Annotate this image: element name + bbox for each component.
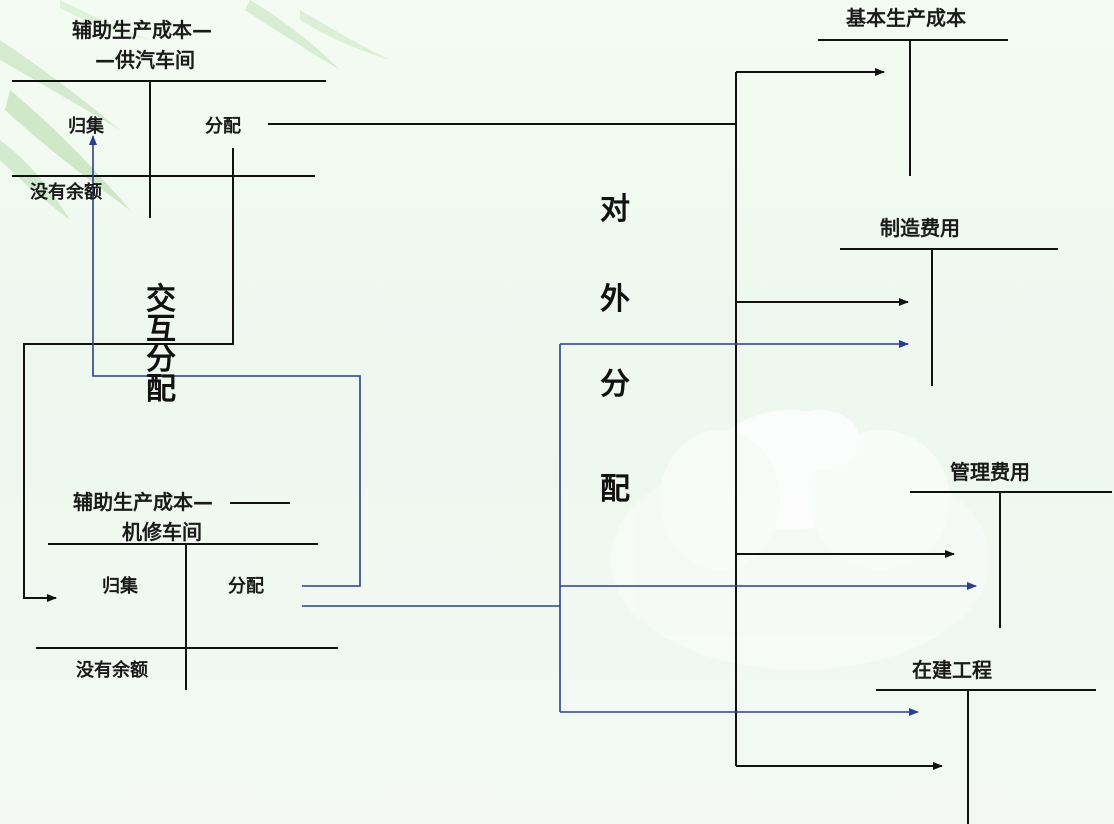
steam-mutual-to-repair	[23, 148, 234, 602]
mutual-char-1: 交	[146, 282, 176, 317]
willow-leaves-decoration	[0, 0, 390, 220]
repair-collect-label: 归集	[102, 576, 138, 597]
steam-allocate-label: 分配	[205, 116, 241, 137]
lotus-decoration	[610, 410, 990, 670]
basic-production-title: 基本生产成本	[846, 6, 966, 30]
external-char-1: 对	[600, 192, 630, 227]
repair-allocate-label: 分配	[228, 576, 264, 597]
external-char-2: 外	[600, 282, 630, 317]
repair-account-title-line2: 机修车间	[122, 520, 202, 544]
construction-title: 在建工程	[912, 658, 992, 682]
manufacturing-overhead-title: 制造费用	[880, 216, 960, 240]
mutual-char-3: 分	[146, 342, 176, 377]
admin-expense-title: 管理费用	[950, 460, 1030, 484]
steam-balance-label: 没有余额	[30, 182, 102, 203]
repair-mutual-to-steam	[89, 135, 361, 587]
mutual-allocation-label: 交 互 分 配	[146, 285, 176, 405]
external-char-3: 分	[600, 367, 630, 402]
mutual-char-2: 互	[146, 312, 176, 347]
steam-account-title-line1: 辅助生产成本—	[72, 18, 212, 42]
mutual-char-4: 配	[146, 372, 176, 407]
external-allocation-label: 对 外 分 配	[600, 195, 630, 505]
repair-account-title-line1: 辅助生产成本—	[73, 490, 213, 514]
steam-collect-label: 归集	[68, 116, 104, 137]
steam-account-title-line2: —供汽车间	[95, 48, 195, 72]
repair-balance-label: 没有余额	[76, 660, 148, 681]
external-char-4: 配	[600, 472, 630, 507]
